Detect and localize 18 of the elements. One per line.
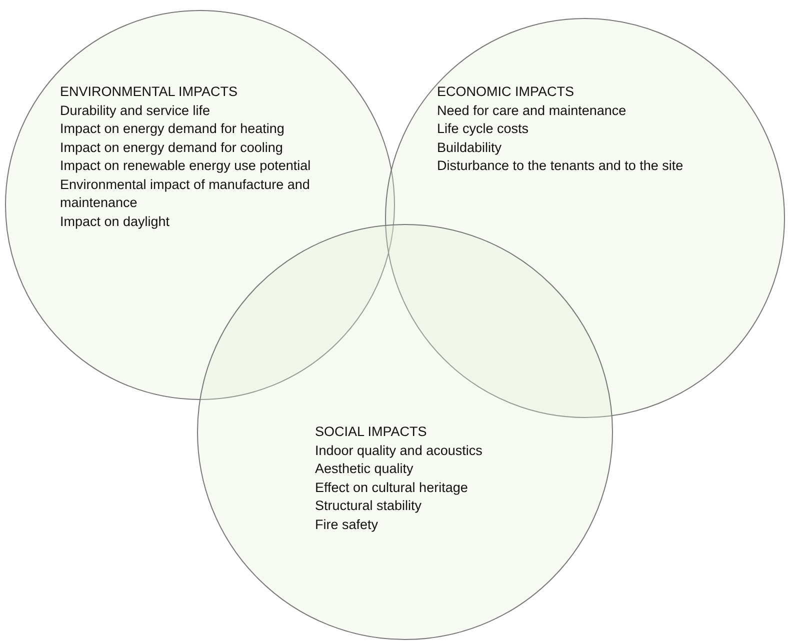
- category-heading: ENVIRONMENTAL IMPACTS: [60, 83, 238, 101]
- list-item: Aesthetic quality: [315, 460, 414, 478]
- list-item: Structural stability: [315, 497, 422, 515]
- category-heading: ECONOMIC IMPACTS: [437, 83, 574, 101]
- list-item: Environmental impact of manufacture and maintenance: [60, 176, 311, 212]
- list-item: Impact on energy demand for heating: [60, 120, 284, 138]
- list-item: Impact on daylight: [60, 212, 170, 231]
- list-item: Effect on cultural heritage: [315, 478, 468, 497]
- list-item: Indoor quality and acoustics: [315, 442, 482, 460]
- list-item: Buildability: [437, 138, 502, 157]
- list-item: Impact on energy demand for cooling: [60, 138, 283, 157]
- category-heading: SOCIAL IMPACTS: [315, 423, 427, 441]
- list-item: Impact on renewable energy use potential: [60, 157, 311, 175]
- list-item: Disturbance to the tenants and to the site: [437, 157, 684, 175]
- list-item: Life cycle costs: [437, 120, 529, 138]
- list-item: Durability and service life: [60, 102, 210, 120]
- list-item: Need for care and maintenance: [437, 102, 626, 120]
- list-item: Fire safety: [315, 516, 378, 534]
